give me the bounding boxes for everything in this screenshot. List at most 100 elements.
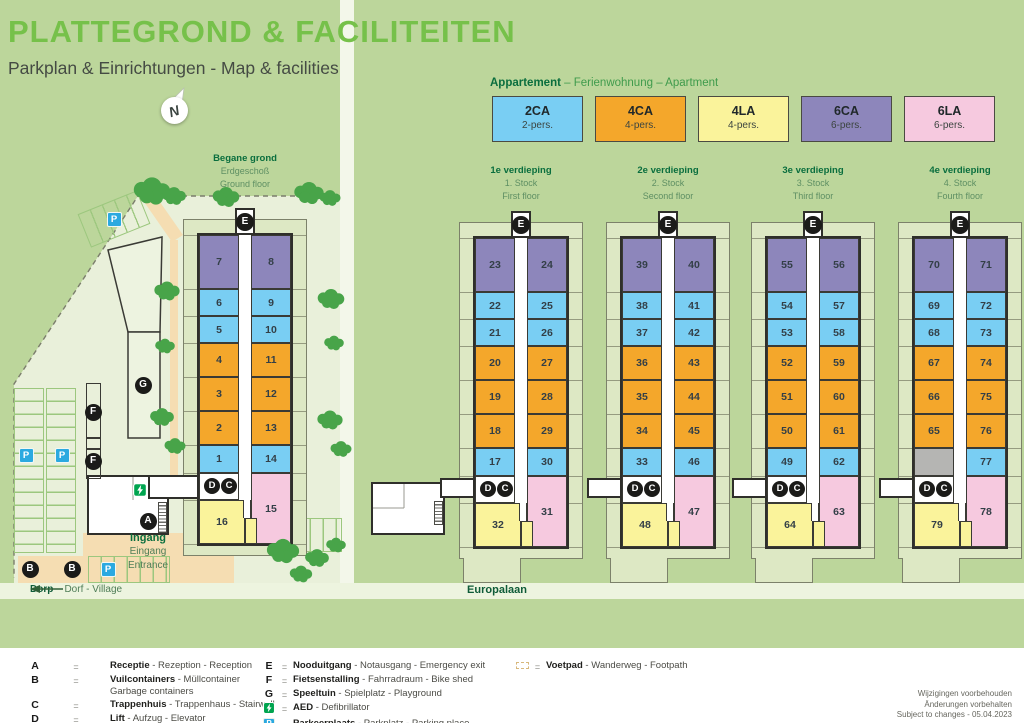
apartment-unit-37: 37: [622, 319, 662, 346]
bike-shed-badge: F: [84, 452, 102, 470]
apartment-unit-16: 16: [199, 500, 245, 544]
floor-name-en: Ground floor: [219, 178, 271, 189]
apartment-unit-38: 38: [622, 292, 662, 319]
central-corridor: [807, 238, 819, 503]
balcony-divider: [607, 476, 622, 477]
facility-term: Receptie: [110, 660, 150, 671]
balcony-divider: [292, 445, 307, 446]
apartment-unit-2: 2: [199, 411, 239, 445]
facility-term: Voetpad: [546, 660, 583, 671]
balcony-divider: [568, 547, 583, 548]
facility-text: Speeltuin - Spielplatz - Playground: [293, 688, 442, 700]
balcony-divider: [607, 414, 622, 415]
apartment-unit-71: 71: [966, 238, 1006, 292]
apartment-unit-55: 55: [767, 238, 807, 292]
balcony-divider: [860, 319, 875, 320]
apartment-unit-52: 52: [767, 346, 807, 380]
apartment-type-code: 4CA: [627, 104, 653, 118]
bike-shed: [86, 383, 101, 479]
central-corridor: [239, 235, 251, 500]
apartment-unit-29: 29: [527, 414, 567, 448]
facility-translation: - Spielplatz - Playground: [335, 688, 442, 699]
apartment-unit-3: 3: [199, 377, 239, 411]
parking-badge: P: [100, 561, 116, 577]
apartment-unit-10: 10: [251, 316, 291, 343]
balcony-divider: [607, 292, 622, 293]
apartment-type-code: 6CA: [833, 104, 859, 118]
balcony-divider: [460, 448, 475, 449]
left-arrow-icon: [30, 585, 63, 593]
balcony-divider: [752, 547, 767, 548]
balcony-divider: [860, 346, 875, 347]
balcony-divider: [292, 343, 307, 344]
balcony-divider: [184, 445, 199, 446]
balcony-divider: [860, 476, 875, 477]
balcony-divider: [1007, 547, 1022, 548]
apartment-unit-69: 69: [914, 292, 954, 319]
page-title: PLATTEGROND & FACILITEITEN: [8, 14, 516, 49]
building-walkway: [610, 558, 668, 583]
facility-term: Vuilcontainers: [110, 674, 176, 685]
corridor-side-stub: [587, 478, 624, 498]
facility-text: Voetpad - Wanderweg - Footpath: [546, 660, 688, 672]
apartment-type-code: 4LA: [731, 104, 756, 118]
aed-icon: [262, 702, 276, 717]
floor-name-en: First floor: [502, 190, 540, 201]
entrance-sign: Ingang Eingang Entrance: [98, 531, 198, 572]
corridor-side-stub: [732, 478, 769, 498]
balcony-divider: [752, 346, 767, 347]
apartment-unit-25: 25: [527, 292, 567, 319]
balcony-divider: [292, 473, 307, 474]
balcony-divider: [568, 292, 583, 293]
apartment-unit-51: 51: [767, 380, 807, 414]
apartment-unit-19: 19: [475, 380, 515, 414]
facility-legend-item: A=Receptie - Rezeption - Reception: [28, 660, 275, 673]
apartment-type-4LA: 4LA 4-pers.: [698, 96, 789, 142]
stairwell-badge: C: [643, 480, 661, 498]
lift-badge: D: [203, 477, 221, 495]
equals-sign: =: [73, 662, 79, 672]
parking-icon: P: [262, 718, 276, 723]
parking-badge: P: [54, 447, 70, 463]
apartment-unit-43: 43: [674, 346, 714, 380]
balcony-divider: [752, 414, 767, 415]
balcony-divider: [860, 380, 875, 381]
apartment-unit-42: 42: [674, 319, 714, 346]
floor-name-nl: 4e verdieping: [929, 165, 991, 176]
balcony-divider: [460, 346, 475, 347]
facility-term: Parkeerplaats: [293, 718, 355, 723]
corridor-side-stub: [148, 475, 201, 499]
apartment-unit-73: 73: [966, 319, 1006, 346]
apartment-type-code: 6LA: [937, 104, 962, 118]
balcony-divider: [715, 476, 730, 477]
floor-name-nl: 2e verdieping: [637, 165, 699, 176]
apartment-unit-61: 61: [819, 414, 859, 448]
balcony-divider: [899, 319, 914, 320]
balcony-divider: [568, 319, 583, 320]
bike-shed-divider: [86, 437, 101, 439]
central-corridor: [954, 238, 966, 503]
facility-letter-g: G: [264, 688, 274, 700]
apartment-type-persons: 4-pers.: [727, 120, 760, 131]
balcony-divider: [752, 292, 767, 293]
apartment-unit-40: 40: [674, 238, 714, 292]
compass-north-label: N: [167, 101, 182, 120]
apartment-unit-63: 63: [819, 476, 859, 547]
apartment-unit-68: 68: [914, 319, 954, 346]
balcony-divider: [715, 292, 730, 293]
balcony-divider: [607, 503, 622, 504]
apartment-unit-75: 75: [966, 380, 1006, 414]
apartment-unit-39: 39: [622, 238, 662, 292]
footpath-icon-chip: [515, 662, 529, 669]
equals-sign: =: [73, 676, 79, 686]
apartment-unit-70: 70: [914, 238, 954, 292]
lift-badge: D: [918, 480, 936, 498]
equals-sign: =: [534, 662, 541, 672]
equals-sign: =: [73, 701, 79, 712]
facility-text: AED - Defibrillator: [293, 702, 370, 714]
apartment-unit-5: 5: [199, 316, 239, 343]
page-subtitle: Parkplan & Einrichtungen - Map & facilit…: [8, 58, 339, 78]
disclaimer-line-de: Änderungen vorbehalten: [924, 699, 1012, 709]
parking-badge: P: [18, 447, 34, 463]
apartment-legend-heading: Appartement – Ferienwohnung – Apartment: [490, 77, 718, 89]
